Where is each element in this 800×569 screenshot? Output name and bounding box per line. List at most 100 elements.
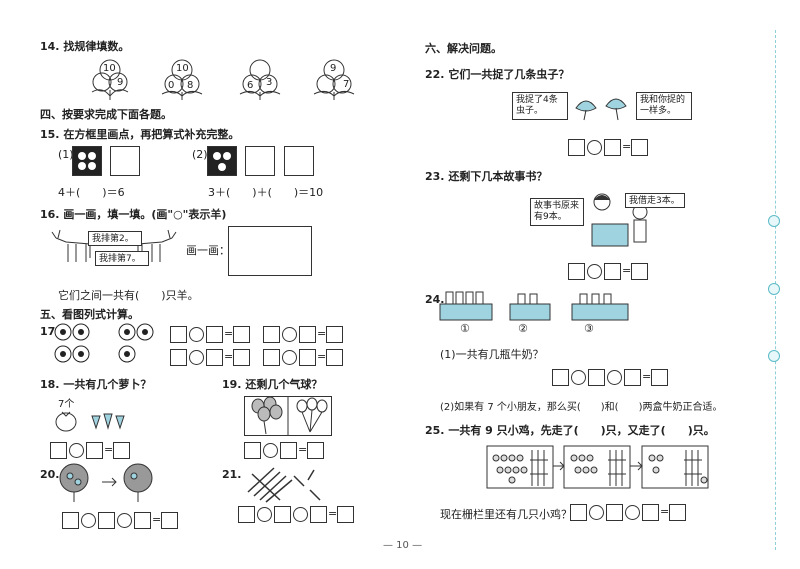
answer-box[interactable]: [98, 512, 115, 529]
q25-ask: 现在栅栏里还有几只小鸡？: [440, 508, 572, 521]
equals-sign: =: [224, 327, 234, 340]
draw-box-1[interactable]: [110, 146, 140, 176]
equals-sign: =: [104, 443, 114, 456]
operator-circle[interactable]: [589, 505, 604, 520]
birds-illustration: [575, 98, 627, 121]
flower1-top: 10: [103, 63, 116, 74]
operator-circle[interactable]: [282, 327, 297, 342]
flower4-right: 7: [343, 79, 350, 90]
page-number: — 10 —: [383, 540, 423, 551]
flower3-left: 6: [247, 80, 254, 91]
q15-part2-label: (2): [192, 148, 208, 161]
answer-box[interactable]: [307, 442, 324, 459]
flower2-top: 10: [176, 63, 189, 74]
answer-box[interactable]: [263, 349, 280, 366]
answer-box[interactable]: [624, 369, 641, 386]
answer-box[interactable]: [326, 326, 343, 343]
dots-three: [213, 152, 231, 171]
margin-dot: [768, 215, 780, 227]
answer-box[interactable]: [263, 326, 280, 343]
answer-box[interactable]: [238, 506, 255, 523]
operator-circle[interactable]: [625, 505, 640, 520]
equals-sign: =: [152, 513, 162, 526]
dots-box-4: [72, 146, 102, 176]
operator-circle[interactable]: [189, 327, 204, 342]
q21-label: 21.: [222, 468, 242, 481]
answer-box[interactable]: [170, 326, 187, 343]
operator-circle[interactable]: [293, 507, 308, 522]
answer-box[interactable]: [244, 442, 261, 459]
section5-heading: 五、看图列式计算。: [40, 308, 139, 321]
q23-title: 23. 还剩下几本故事书？: [425, 170, 548, 183]
operator-circle[interactable]: [607, 370, 622, 385]
answer-box[interactable]: [651, 369, 668, 386]
draw-box-3[interactable]: [284, 146, 314, 176]
margin-dot: [768, 350, 780, 362]
operator-circle[interactable]: [282, 350, 297, 365]
operator-circle[interactable]: [189, 350, 204, 365]
balloons-illustration: [251, 396, 328, 436]
equals-sign: =: [660, 505, 670, 518]
answer-box[interactable]: [299, 349, 316, 366]
section6-heading: 六、解决问题。: [425, 42, 502, 55]
answer-box[interactable]: [233, 349, 250, 366]
operator-circle[interactable]: [263, 443, 278, 458]
crate-label-3: ③: [584, 322, 594, 335]
answer-box[interactable]: [588, 369, 605, 386]
answer-box[interactable]: [642, 504, 659, 521]
operator-circle[interactable]: [571, 370, 586, 385]
operator-circle[interactable]: [587, 140, 602, 155]
book-bubble-1: 故事书原来有9本。: [530, 198, 584, 226]
answer-box[interactable]: [161, 512, 178, 529]
apple-trees-illustration: [59, 463, 153, 502]
answer-box[interactable]: [570, 504, 587, 521]
answer-box[interactable]: [552, 369, 569, 386]
equals-sign: =: [224, 350, 234, 363]
answer-box[interactable]: [170, 349, 187, 366]
crate-label-2: ②: [518, 322, 528, 335]
answer-box[interactable]: [337, 506, 354, 523]
equals-sign: =: [642, 370, 652, 383]
equals-sign: =: [622, 140, 632, 153]
answer-box[interactable]: [604, 263, 621, 280]
draw-area[interactable]: [228, 226, 312, 276]
answer-box[interactable]: [280, 442, 297, 459]
radish-count: 7个: [58, 399, 75, 410]
answer-box[interactable]: [113, 442, 130, 459]
operator-circle[interactable]: [69, 443, 84, 458]
answer-box[interactable]: [631, 139, 648, 156]
answer-box[interactable]: [206, 349, 223, 366]
dots-four: [78, 152, 96, 170]
q20-label: 20.: [40, 468, 60, 481]
answer-box[interactable]: [568, 263, 585, 280]
answer-box[interactable]: [606, 504, 623, 521]
flower1-right: 9: [117, 77, 124, 88]
answer-box[interactable]: [274, 506, 291, 523]
answer-box[interactable]: [86, 442, 103, 459]
answer-box[interactable]: [669, 504, 686, 521]
draw-box-2[interactable]: [245, 146, 275, 176]
answer-box[interactable]: [631, 263, 648, 280]
equals-sign: =: [622, 264, 632, 277]
operator-circle[interactable]: [81, 513, 96, 528]
operator-circle[interactable]: [257, 507, 272, 522]
answer-box[interactable]: [134, 512, 151, 529]
q17-label: 17.: [40, 325, 60, 338]
answer-box[interactable]: [568, 139, 585, 156]
answer-box[interactable]: [50, 442, 67, 459]
answer-box[interactable]: [604, 139, 621, 156]
q15-equation-2: 3＋( )＋( )＝10: [208, 186, 324, 199]
answer-box[interactable]: [233, 326, 250, 343]
flower3-right: 3: [266, 77, 273, 88]
operator-circle[interactable]: [587, 264, 602, 279]
answer-box[interactable]: [206, 326, 223, 343]
answer-box[interactable]: [299, 326, 316, 343]
answer-box[interactable]: [62, 512, 79, 529]
flowers-illustration: [91, 59, 355, 100]
bones-illustration: [247, 467, 321, 503]
section4-heading: 四、按要求完成下面各题。: [40, 108, 172, 121]
operator-circle[interactable]: [117, 513, 132, 528]
q15-part1-label: (1): [58, 148, 74, 161]
answer-box[interactable]: [310, 506, 327, 523]
answer-box[interactable]: [326, 349, 343, 366]
